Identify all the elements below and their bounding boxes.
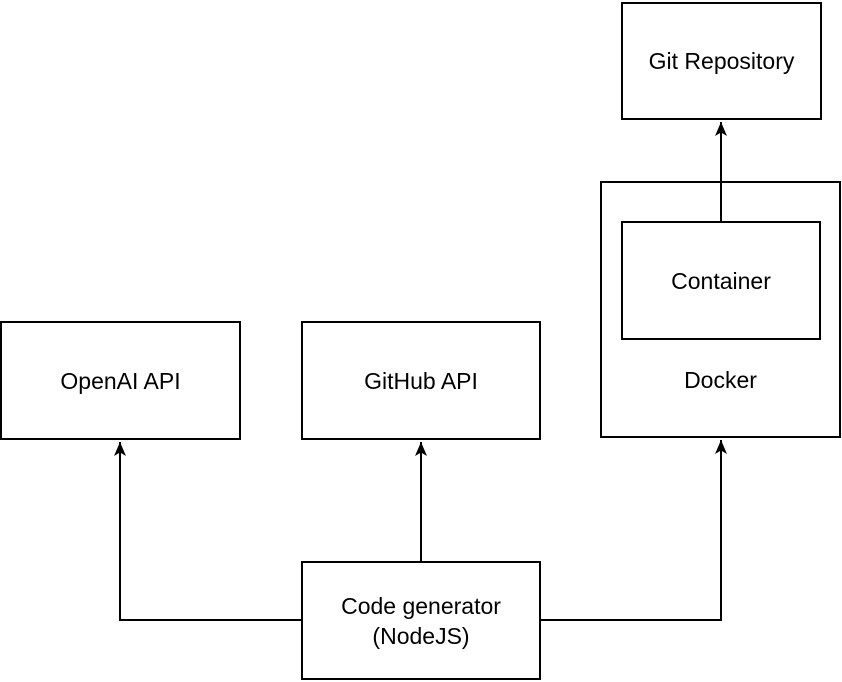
node-docker-label: Docker [684,367,757,393]
node-git-repository: Git Repository [621,2,822,120]
node-container: Container [621,221,821,340]
node-openai-api: OpenAI API [0,321,241,440]
node-code-generator-label: Code generator (NodeJS) [341,592,501,649]
node-openai-api-label: OpenAI API [60,367,181,394]
node-github-api-label: GitHub API [364,367,478,394]
node-code-generator: Code generator (NodeJS) [301,561,541,680]
edge-code-generator-to-openai-api [114,442,301,621]
node-git-repository-label: Git Repository [648,48,795,74]
node-github-api: GitHub API [301,321,541,440]
edge-code-generator-to-docker [541,440,727,621]
node-container-label: Container [671,267,771,294]
